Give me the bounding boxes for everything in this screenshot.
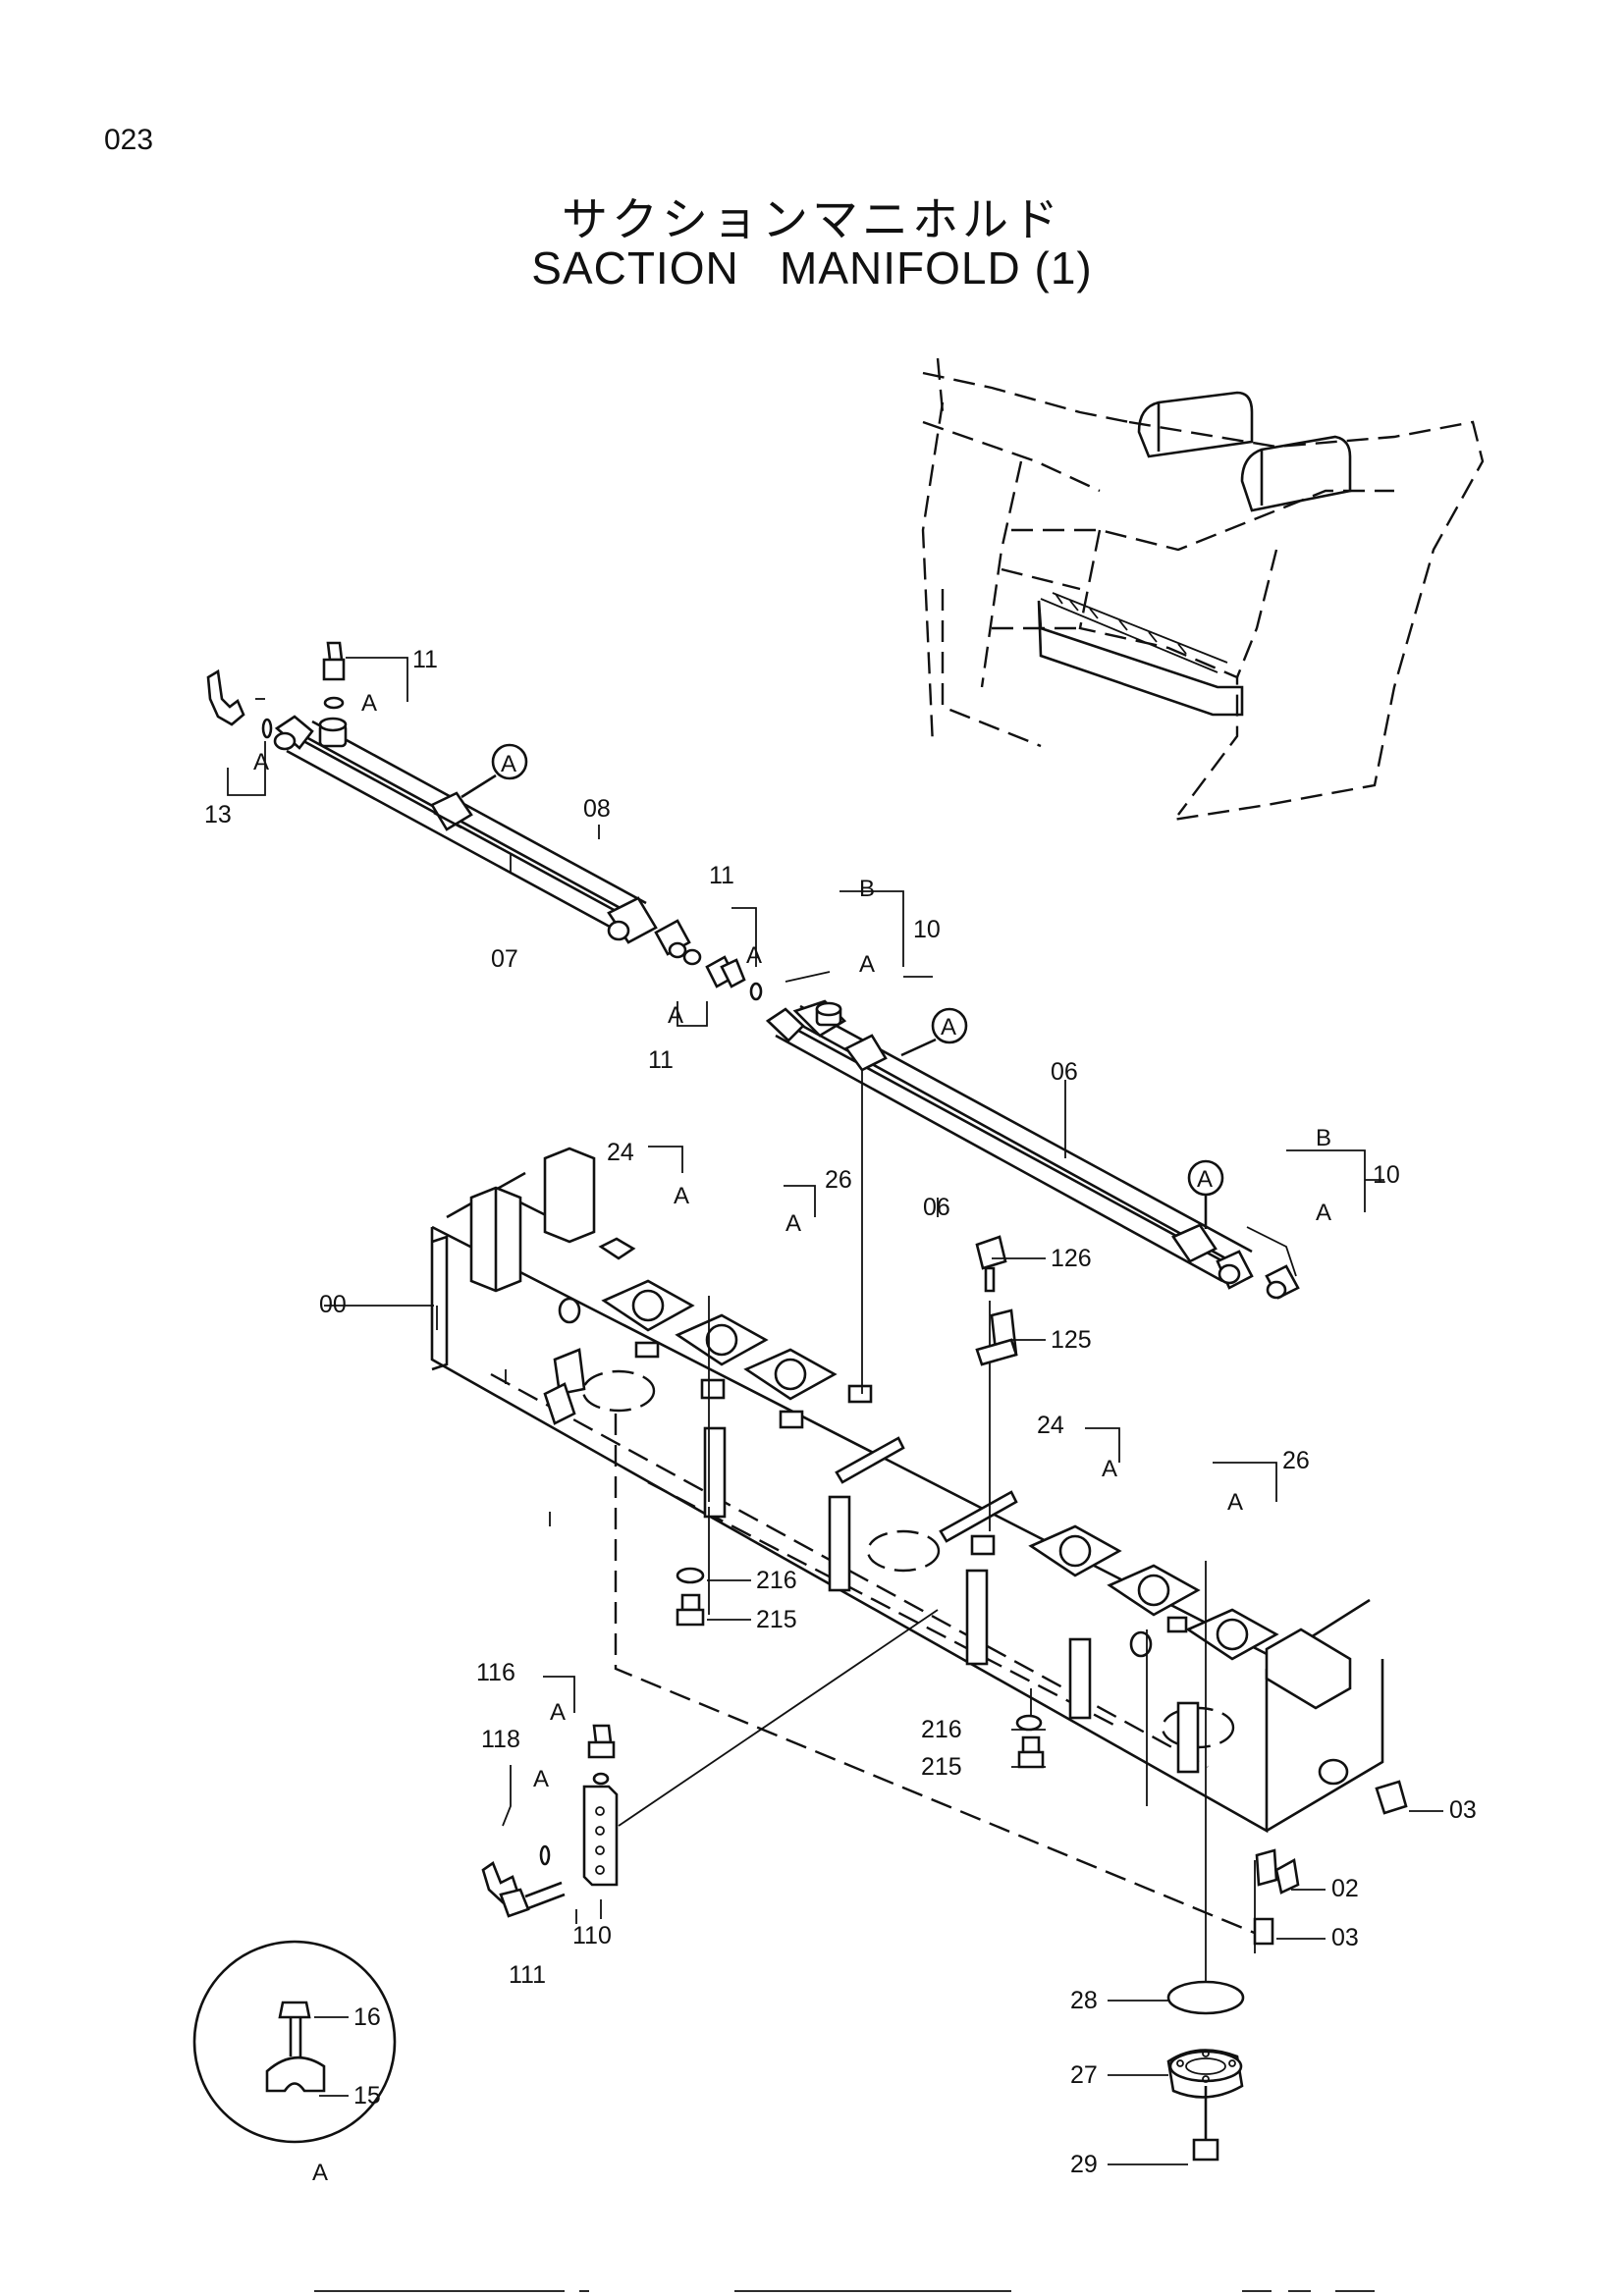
callout-02: 02 [1331, 1875, 1359, 1902]
callout-03b: 03 [1331, 1924, 1359, 1951]
callout-03: 03 [1449, 1796, 1477, 1824]
ref-A-circle-1: A [501, 751, 516, 777]
detail-circle-A [192, 1940, 397, 2144]
ref-A-circle-2: A [941, 1014, 956, 1041]
manifold-body [430, 1171, 1384, 1936]
callout-24b: 24 [1037, 1412, 1064, 1439]
bracket-125-bolt-126 [975, 1235, 1018, 1366]
elbow-fitting-13 [206, 668, 273, 739]
callout-29: 29 [1070, 2151, 1098, 2178]
ref-A-1: A [361, 690, 377, 717]
ref-A-3: A [746, 942, 762, 969]
callout-111: 111 [509, 1961, 546, 1989]
machine-location-inset [921, 357, 1485, 822]
callout-11: 11 [412, 646, 438, 673]
callout-00: 00 [319, 1291, 347, 1318]
callout-06: 06 [1051, 1058, 1078, 1086]
ref-A-7: A [674, 1183, 689, 1209]
ref-B-1: B [859, 876, 875, 902]
callout-28: 28 [1070, 1987, 1098, 2014]
page-number: 023 [104, 124, 154, 156]
leader-lines [227, 657, 1443, 2165]
lower-left-assembly [481, 1724, 619, 1918]
callout-11b: 11 [709, 862, 734, 889]
ref-circles [460, 743, 1224, 1229]
ref-A-11: A [550, 1699, 566, 1726]
bottom-cover-parts [1166, 1980, 1245, 2162]
bolts-215-216-right [1015, 1714, 1045, 1769]
callout-labels: 11 13 08 07 11 11 10 06 06 10 00 24 26 1… [204, 646, 1477, 2178]
callout-06b: 06 [923, 1194, 950, 1221]
ref-A-6: A [1316, 1200, 1331, 1226]
ref-A-4: A [668, 1002, 683, 1029]
callout-118: 118 [481, 1726, 520, 1753]
callout-26: 26 [825, 1166, 852, 1194]
callout-216b: 216 [921, 1716, 962, 1743]
callout-215b: 215 [921, 1753, 962, 1781]
callout-15: 15 [353, 2082, 381, 2109]
callout-215: 215 [756, 1606, 797, 1633]
ref-B-2: B [1316, 1125, 1331, 1151]
fitting-11-top [322, 641, 346, 710]
ref-A-8: A [785, 1210, 801, 1237]
callout-13: 13 [204, 801, 232, 828]
callout-08: 08 [583, 795, 611, 823]
title-english: SACTION MANIFOLD (1) [531, 242, 1093, 294]
assembly-lines [618, 1070, 1256, 1993]
callout-126: 126 [1051, 1245, 1092, 1272]
callout-10b: 10 [1373, 1161, 1400, 1189]
ref-A-2: A [253, 749, 269, 775]
bolts-215-216-left [676, 1567, 705, 1627]
title-japanese: サクションマニホルド [562, 193, 1062, 247]
manifold-top-parts [469, 1147, 1352, 1774]
callout-125: 125 [1051, 1326, 1092, 1354]
callout-110: 110 [572, 1922, 612, 1949]
reference-letters: A A A A A B A A A B A A A A A A A A [253, 690, 1331, 2186]
manifold-end-fittings [1253, 1758, 1408, 1946]
ref-A-12: A [533, 1766, 549, 1792]
ref-A-circle-3: A [1197, 1166, 1213, 1193]
pipe-assembly-left [273, 715, 702, 966]
ref-A-10: A [1227, 1489, 1243, 1516]
callout-216: 216 [756, 1567, 797, 1594]
ref-A-detail: A [312, 2160, 328, 2186]
callout-116: 116 [476, 1659, 515, 1686]
ref-A-9: A [1102, 1456, 1117, 1482]
callout-16: 16 [353, 2003, 381, 2031]
callout-07: 07 [491, 945, 518, 973]
ref-A-5: A [859, 951, 875, 978]
callout-26b: 26 [1282, 1447, 1310, 1474]
pipe-assembly-right [765, 999, 1300, 1300]
callout-11c: 11 [648, 1046, 674, 1074]
callout-10: 10 [913, 916, 941, 943]
callout-24: 24 [607, 1139, 634, 1166]
callout-27: 27 [1070, 2061, 1098, 2089]
fitting-11-mid [705, 955, 763, 1001]
